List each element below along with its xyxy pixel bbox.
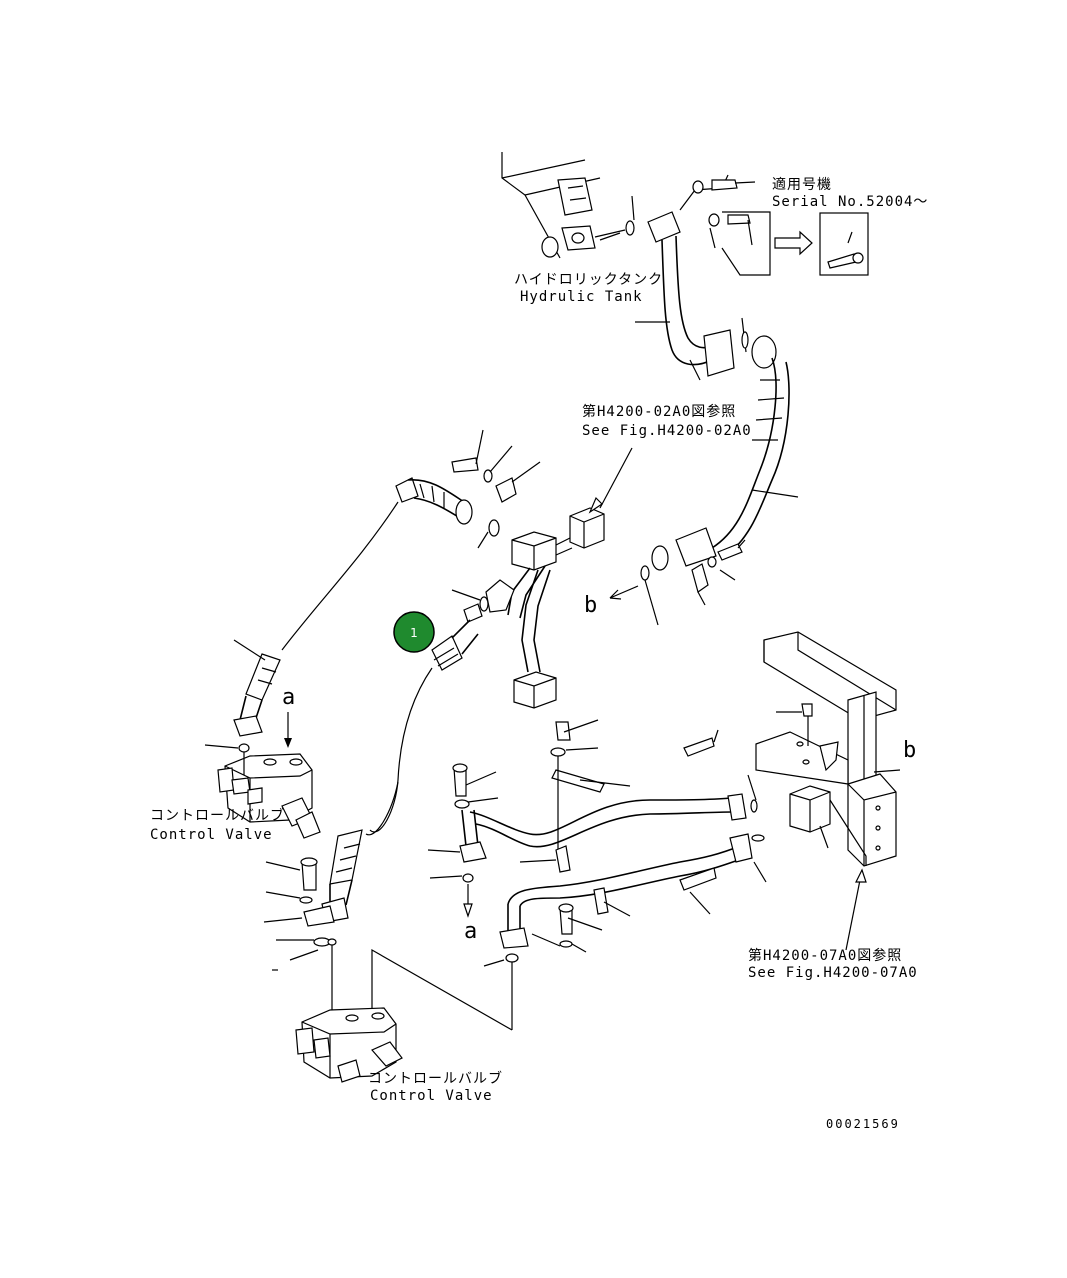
serial-label-en: Serial No.52004〜 [772,194,928,210]
ref-a-bottom: a [464,919,477,944]
ref-b-right: b [903,738,916,763]
lower-pipes [427,719,767,953]
fig02-label-jp: 第H4200-02A0図参照 [582,403,736,420]
tank-label-en: Hydrulic Tank [520,289,643,305]
callout-circle[interactable] [393,611,435,653]
callout-number: 1 [410,626,418,640]
control-valve-lower [295,948,519,1083]
control-valve-lower-label-jp: コントロールバルブ [368,1070,503,1087]
ref-b-left: b [584,593,597,618]
control-valve-lower-label-en: Control Valve [370,1088,493,1104]
tank-label-jp: ハイドロリックタンク [514,272,663,288]
center-block [451,447,633,709]
bolt-stack-left [263,857,337,1030]
right-hose [609,335,799,626]
serial-detail [721,211,869,276]
control-valve-upper-label-en: Control Valve [150,827,273,843]
suction-pipe-top [635,174,756,381]
hydraulic-tank [501,152,635,259]
ref-arrows [284,712,292,748]
control-valve-upper-label-jp: コントロールバルブ [150,807,285,824]
fig02-label-en: See Fig.H4200-02A0 [582,423,752,439]
labels: 適用号機 Serial No.52004〜 ハイドロリックタンク Hydruli… [150,176,928,1131]
callout-badge-1[interactable]: 1 [393,611,435,653]
serial-label-jp: 適用号機 [772,176,832,193]
control-valve-upper [204,743,321,839]
fig07-label-jp: 第H4200-07A0図参照 [748,947,902,964]
mounting-bracket [683,631,901,951]
fig07-label-en: See Fig.H4200-07A0 [748,965,918,981]
drawing-number: 00021569 [826,1117,900,1131]
left-upper-hose [233,429,541,737]
ref-a-top: a [282,685,295,710]
